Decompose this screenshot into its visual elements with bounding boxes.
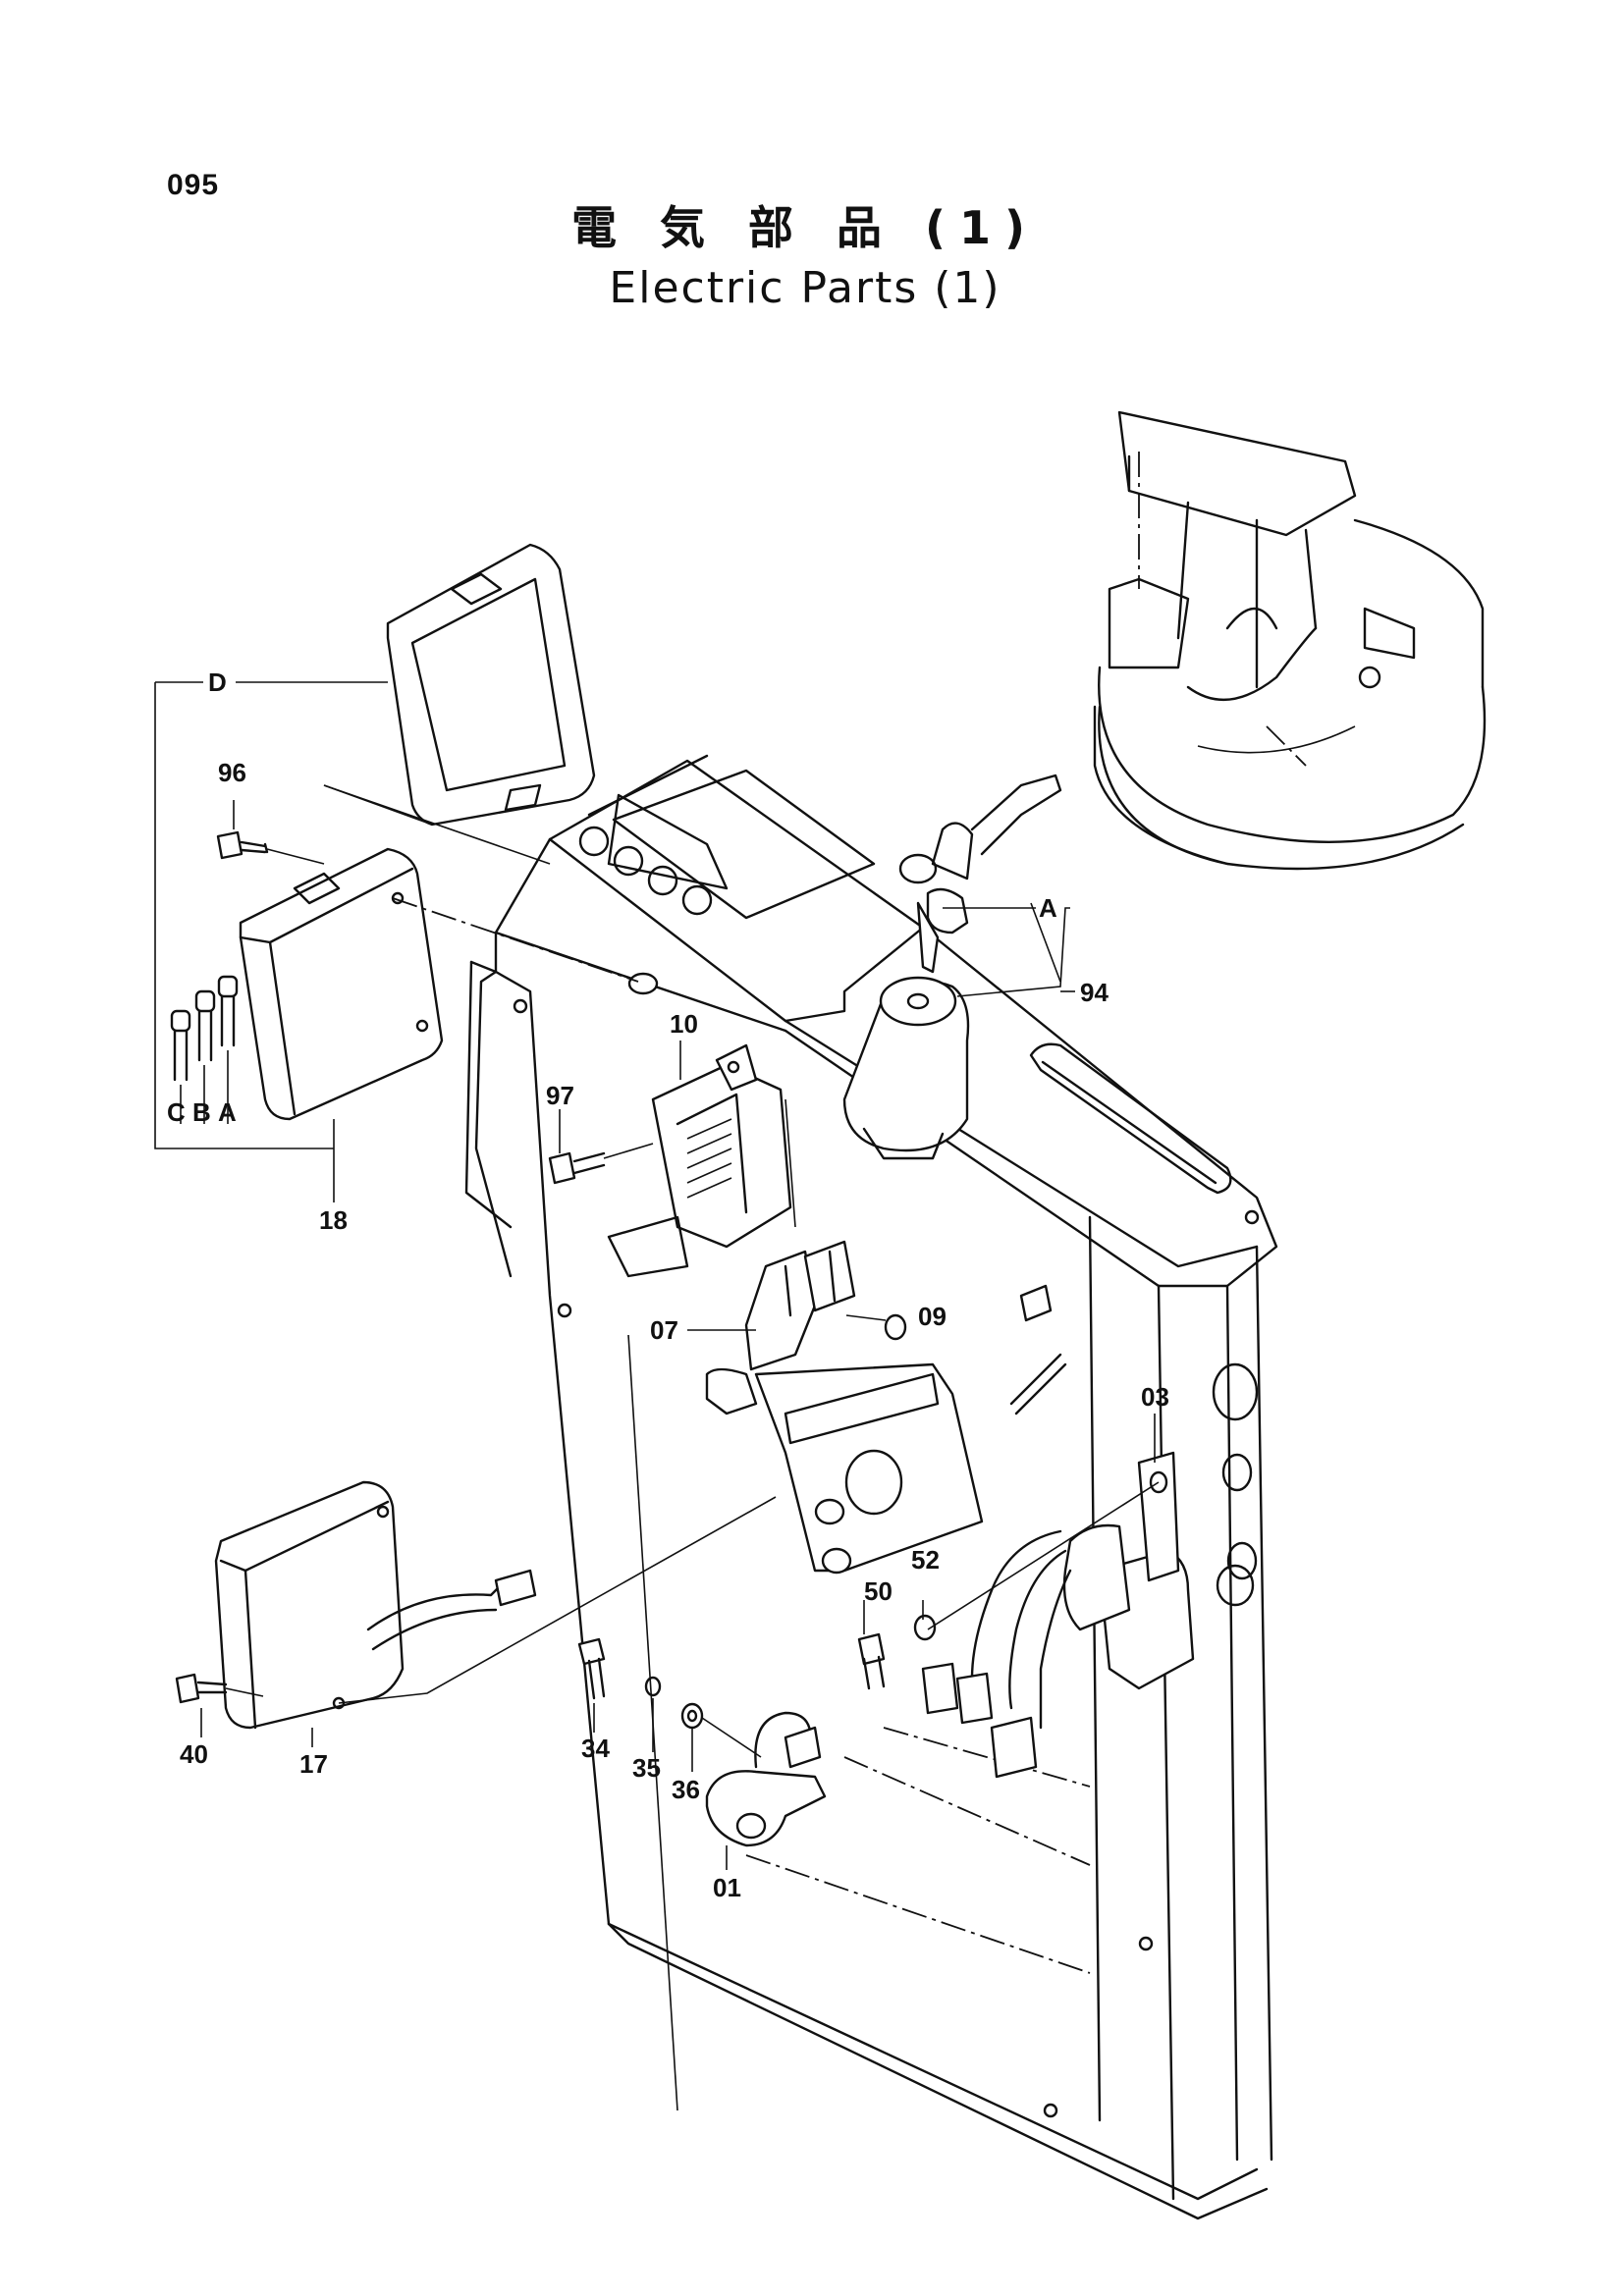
label-07: 07: [650, 1315, 678, 1345]
label-96: 96: [218, 758, 246, 787]
label-d: D: [208, 667, 227, 697]
bolt-97: [548, 1143, 654, 1185]
relay-unit: [607, 1043, 792, 1278]
title-japanese: 電 気 部 品 (1): [570, 201, 1040, 254]
page-number: 095: [167, 169, 220, 201]
bolt-96: [216, 830, 659, 995]
buzzer-17: [214, 1480, 777, 1730]
connector-block: [705, 1240, 907, 1415]
label-b: B: [192, 1097, 211, 1127]
page-title: 電 気 部 品 (1) Electric Parts (1): [550, 196, 1060, 318]
machine-overview-illustration: [1093, 410, 1487, 871]
controller-unit: [170, 847, 444, 1121]
label-94: 94: [1080, 978, 1109, 1007]
sensor-unit-03: [857, 1451, 1195, 1779]
label-35: 35: [632, 1753, 661, 1783]
label-09: 09: [918, 1302, 947, 1331]
mounting-bracket: [754, 1284, 1067, 1575]
label-52: 52: [911, 1545, 940, 1575]
leader-lines: [154, 681, 1156, 1870]
label-34: 34: [581, 1734, 610, 1763]
label-40: 40: [180, 1739, 208, 1769]
part-callouts: D 96 C B A 18 A 94 10 97 07 09 03 52 50 …: [167, 667, 1169, 1902]
label-c: C: [167, 1097, 186, 1127]
label-01: 01: [713, 1873, 741, 1902]
label-17: 17: [299, 1749, 328, 1779]
small-hardware: [577, 1637, 762, 1758]
label-50: 50: [864, 1576, 893, 1606]
key-switch: [842, 774, 1062, 1160]
bolt-40: [175, 1673, 264, 1704]
label-97: 97: [546, 1081, 574, 1110]
pedal-sensor: [705, 1711, 827, 1847]
label-a-key: A: [1039, 893, 1057, 923]
label-36: 36: [672, 1775, 700, 1804]
label-03: 03: [1141, 1382, 1169, 1412]
title-english: Electric Parts (1): [609, 263, 1001, 313]
meter-cover: [323, 543, 596, 865]
label-a-fuse: A: [218, 1097, 237, 1127]
label-10: 10: [670, 1009, 698, 1039]
label-18: 18: [319, 1205, 348, 1235]
